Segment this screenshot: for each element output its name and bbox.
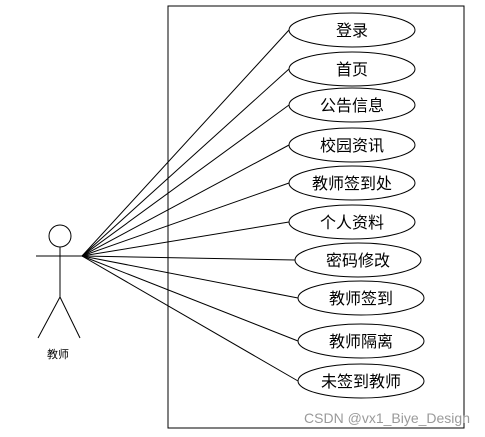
actor-head xyxy=(48,224,72,248)
actor-right-leg xyxy=(59,296,81,339)
use-case-label: 首页 xyxy=(336,60,368,79)
use-case: 密码修改 xyxy=(294,242,422,278)
use-case: 首页 xyxy=(288,51,416,87)
use-case: 登录 xyxy=(288,12,416,48)
association-line xyxy=(81,68,290,257)
use-case-label: 公告信息 xyxy=(320,96,384,115)
association-line xyxy=(81,182,290,257)
use-case: 未签到教师 xyxy=(297,363,425,399)
use-case-ellipse xyxy=(288,12,416,48)
use-case: 个人资料 xyxy=(288,204,416,240)
use-case-label: 校园资讯 xyxy=(320,136,384,155)
use-case-label: 登录 xyxy=(336,21,368,40)
use-case: 公告信息 xyxy=(288,87,416,123)
association-line xyxy=(81,221,290,257)
watermark-text: CSDN @vx1_Biye_Design xyxy=(304,410,470,426)
use-case-ellipse xyxy=(297,280,425,316)
association-line xyxy=(81,255,299,342)
actor-left-leg xyxy=(37,296,61,339)
use-case-label: 教师隔离 xyxy=(329,332,393,351)
actor-name: 教师 xyxy=(47,348,69,361)
use-case-label: 个人资料 xyxy=(320,213,384,232)
association-line xyxy=(81,255,296,261)
use-case: 教师隔离 xyxy=(297,323,425,359)
use-case-ellipse xyxy=(294,242,422,278)
use-case-ellipse xyxy=(288,165,416,201)
association-line xyxy=(81,255,299,382)
use-case-ellipse xyxy=(288,127,416,163)
use-case-label: 密码修改 xyxy=(326,251,390,270)
associations xyxy=(81,29,299,382)
association-line xyxy=(81,29,290,257)
association-line xyxy=(81,144,290,257)
association-line xyxy=(81,255,299,299)
use-case-ellipse xyxy=(297,363,425,399)
use-case: 校园资讯 xyxy=(288,127,416,163)
use-case: 教师签到 xyxy=(297,280,425,316)
use-case-ellipse xyxy=(288,51,416,87)
use-case-label: 教师签到处 xyxy=(312,174,392,193)
use-case-ellipse xyxy=(288,87,416,123)
actor-teacher xyxy=(36,224,84,339)
use-case-label: 教师签到 xyxy=(329,289,393,308)
use-case-label: 未签到教师 xyxy=(321,372,401,391)
use-case: 教师签到处 xyxy=(288,165,416,201)
use-case-ellipse xyxy=(288,204,416,240)
use-case-ellipse xyxy=(297,323,425,359)
system-boundary xyxy=(167,5,465,429)
association-line xyxy=(81,104,290,257)
